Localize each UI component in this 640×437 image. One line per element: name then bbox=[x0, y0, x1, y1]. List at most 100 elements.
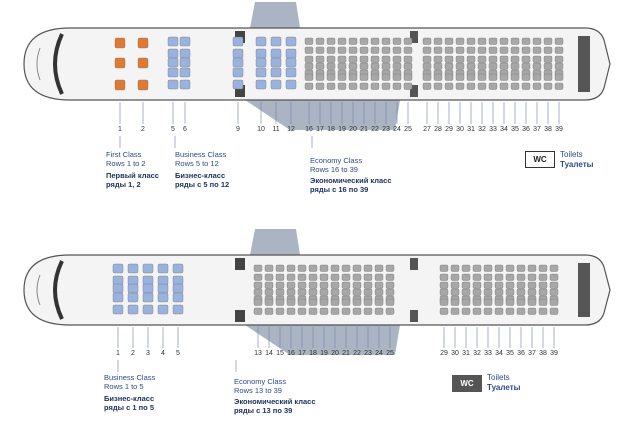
plane2-row-number: 15 bbox=[276, 350, 284, 357]
plane2-seat-economy bbox=[341, 298, 351, 306]
tail-galley bbox=[578, 263, 590, 317]
plane1-seat-economy bbox=[392, 37, 402, 45]
plane1-row-number: 2 bbox=[141, 126, 145, 133]
plane2-seat-economy bbox=[494, 273, 504, 281]
plane2-seat-economy bbox=[494, 298, 504, 306]
wc-legend-box-1: WC bbox=[525, 151, 555, 168]
plane1-seat-economy bbox=[488, 62, 498, 70]
plane1-seat-economy bbox=[521, 82, 531, 90]
plane1-seat-economy bbox=[381, 62, 391, 70]
plane2-seat-business bbox=[157, 275, 169, 286]
plane2-seat-economy bbox=[352, 307, 362, 315]
plane1-row-number: 24 bbox=[393, 126, 401, 133]
plane1-row-number: 23 bbox=[382, 126, 390, 133]
plane2-seat-economy bbox=[286, 281, 296, 289]
plane1-seat-business bbox=[232, 57, 244, 68]
plane1-seat-economy bbox=[543, 46, 553, 54]
plane1-seat-economy bbox=[543, 73, 553, 81]
wc-en-1: Toilets bbox=[560, 150, 583, 159]
business-class-rows-en-1: Rows 5 to 12 bbox=[175, 159, 219, 168]
plane1-seat-economy bbox=[543, 62, 553, 70]
plane2-seat-economy bbox=[253, 273, 263, 281]
plane2-seat-economy bbox=[275, 264, 285, 272]
plane1-seat-economy bbox=[304, 46, 314, 54]
plane1-seat-business bbox=[179, 48, 191, 59]
first-class-en: First Class bbox=[106, 150, 142, 159]
plane1-seat-business bbox=[232, 79, 244, 90]
wing-upper bbox=[250, 229, 300, 255]
plane1-row-number: 35 bbox=[511, 126, 519, 133]
plane1-seat-economy bbox=[392, 82, 402, 90]
plane1-seat-economy bbox=[477, 37, 487, 45]
plane1-seat-economy bbox=[348, 73, 358, 81]
galley-block bbox=[235, 85, 245, 97]
plane1-seat-business bbox=[232, 36, 244, 47]
plane2-seat-economy bbox=[319, 273, 329, 281]
plane2-seat-business bbox=[157, 304, 169, 315]
plane2-seat-economy bbox=[341, 273, 351, 281]
plane2-seat-economy bbox=[341, 307, 351, 315]
plane1-row-number: 30 bbox=[456, 126, 464, 133]
plane2-seat-economy bbox=[450, 264, 460, 272]
plane1-seat-economy bbox=[521, 37, 531, 45]
plane1-seat-economy bbox=[422, 37, 432, 45]
plane1-seat-economy bbox=[477, 73, 487, 81]
plane2-seat-economy bbox=[527, 264, 537, 272]
plane1-seat-economy bbox=[466, 73, 476, 81]
plane1-seat-economy bbox=[532, 73, 542, 81]
plane2-seat-economy bbox=[385, 288, 395, 296]
plane1-row-number: 32 bbox=[478, 126, 486, 133]
plane2-seat-economy bbox=[264, 288, 274, 296]
plane1-seat-economy bbox=[499, 55, 509, 63]
plane2-row-number: 20 bbox=[331, 350, 339, 357]
plane2-seat-economy bbox=[264, 273, 274, 281]
plane1-seat-economy bbox=[315, 37, 325, 45]
plane1-seat-economy bbox=[455, 73, 465, 81]
plane2-row-number: 23 bbox=[364, 350, 372, 357]
plane2-seat-economy bbox=[461, 273, 471, 281]
plane1-seat-business bbox=[285, 79, 297, 90]
plane1-row-number: 37 bbox=[533, 126, 541, 133]
plane1-seat-economy bbox=[466, 46, 476, 54]
plane2-seat-economy bbox=[330, 298, 340, 306]
plane2-seat-economy bbox=[505, 307, 515, 315]
plane1-seat-economy bbox=[337, 46, 347, 54]
plane1-seat-economy bbox=[326, 55, 336, 63]
plane1-seat-business bbox=[270, 36, 282, 47]
plane1-seat-economy bbox=[370, 73, 380, 81]
plane1-seat-economy bbox=[304, 73, 314, 81]
plane1-seat-economy bbox=[403, 82, 413, 90]
plane2-seat-business bbox=[142, 275, 154, 286]
plane1-row-number: 33 bbox=[489, 126, 497, 133]
plane1-row-number: 6 bbox=[183, 126, 187, 133]
plane2-seat-business bbox=[112, 283, 124, 294]
plane1-row-number: 34 bbox=[500, 126, 508, 133]
plane2-row-number: 22 bbox=[353, 350, 361, 357]
plane2-seat-economy bbox=[275, 288, 285, 296]
plane1-seat-economy bbox=[554, 82, 564, 90]
plane1-seat-economy bbox=[370, 46, 380, 54]
plane1-seat-economy bbox=[477, 82, 487, 90]
plane2-seat-economy bbox=[363, 307, 373, 315]
economy-class-ru-1: Экономический класс bbox=[310, 176, 392, 185]
plane1-seat-business bbox=[167, 67, 179, 78]
plane2-seat-economy bbox=[330, 288, 340, 296]
plane1-seat-economy bbox=[348, 82, 358, 90]
plane2-seat-economy bbox=[341, 281, 351, 289]
plane1-seat-economy bbox=[466, 55, 476, 63]
plane1-seat-economy bbox=[381, 82, 391, 90]
plane2-row-number: 39 bbox=[550, 350, 558, 357]
plane2-seat-economy bbox=[319, 281, 329, 289]
plane2-row-number: 2 bbox=[131, 350, 135, 357]
plane1-seat-business bbox=[179, 57, 191, 68]
plane1-seat-economy bbox=[466, 62, 476, 70]
plane1-seat-economy bbox=[444, 55, 454, 63]
plane2-row-number: 13 bbox=[254, 350, 262, 357]
plane2-row-number: 37 bbox=[528, 350, 536, 357]
plane2-seat-economy bbox=[275, 273, 285, 281]
plane1-row-number: 27 bbox=[423, 126, 431, 133]
plane2-seat-economy bbox=[461, 298, 471, 306]
plane1-seat-business bbox=[179, 67, 191, 78]
plane1-seat-economy bbox=[370, 62, 380, 70]
plane2-seat-business bbox=[142, 263, 154, 274]
